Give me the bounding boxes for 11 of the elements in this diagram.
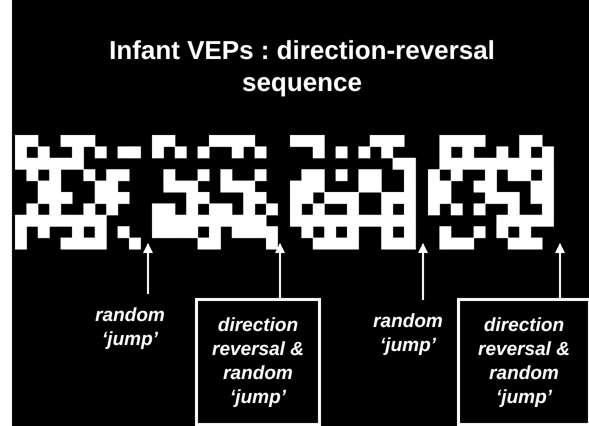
label-text: direction reversal & random ‘jump’ (211, 314, 305, 410)
label-text: random ‘jump’ (372, 310, 444, 358)
label-text: direction reversal & random ‘jump’ (477, 314, 571, 410)
label-text: random ‘jump’ (94, 304, 166, 352)
arrow (418, 243, 428, 300)
arrow (555, 243, 565, 298)
arrow (143, 243, 153, 294)
label-box (457, 298, 589, 426)
title: Infant VEPs : direction-reversal sequence (108, 34, 496, 98)
label-box (195, 298, 321, 426)
arrow (275, 243, 285, 298)
